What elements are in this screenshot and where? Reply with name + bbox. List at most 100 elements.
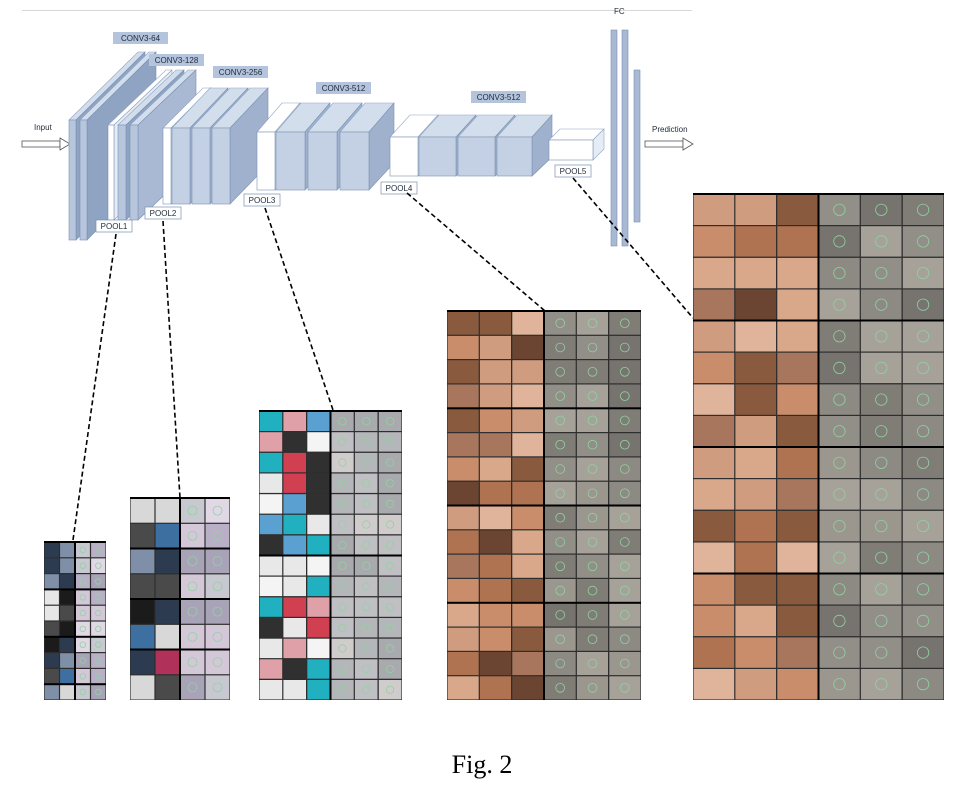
image-tile [777,605,818,637]
image-tile [902,542,944,573]
landmark-overlay [385,685,395,694]
image-tile [283,452,306,473]
image-tile [735,637,776,668]
landmark-overlay [362,499,371,508]
image-tile [693,669,735,700]
landmark-overlay [385,664,395,674]
landmark-overlay [916,393,930,406]
image-tile [544,506,576,530]
image-tile [735,669,776,700]
group-separator [44,588,106,591]
landmark-overlay [833,519,846,533]
landmark-overlay [187,556,198,566]
landmark-overlay [587,391,598,401]
landmark-overlay [587,488,598,499]
image-tile [283,618,306,638]
image-tile [777,257,818,289]
image-tile [576,457,608,481]
landmark-overlay [187,606,198,617]
input-label: Input [34,123,53,132]
image-tile [860,384,902,415]
image-tile [331,556,354,576]
image-tile [354,638,378,659]
image-tile [479,652,511,676]
landmark-overlay [385,623,395,632]
landmark-overlay [362,417,371,426]
landmark-overlay [587,342,598,353]
landmark-overlay [875,614,888,628]
image-tile [819,447,860,478]
image-tile [479,676,511,700]
image-tile [512,311,544,335]
image-tile [447,457,479,481]
conv-label-box-1 [113,32,168,44]
image-tile [331,680,354,700]
landmark-overlay [385,520,395,529]
image-tile [819,352,860,384]
image-tile [283,411,306,431]
image-tile [331,597,354,617]
image-tile [735,542,776,573]
conv-label-3: CONV3-256 [219,68,263,77]
image-tile [75,542,90,558]
image-tile [447,627,479,651]
image-tile [75,621,90,637]
image-tile [693,637,735,668]
image-tile [860,257,902,289]
landmark-overlay [385,582,395,591]
image-tile [378,680,402,700]
pool-label-4: POOL4 [386,184,413,193]
connector-pool1 [72,233,117,541]
landmark-overlay [833,614,846,628]
image-tile [777,637,818,668]
image-tile [479,579,511,603]
image-tile [44,637,59,652]
image-tile [544,554,576,578]
image-tile [777,479,818,510]
landmark-overlay [385,644,395,653]
conv-label-box-5 [471,91,526,103]
landmark-overlay [875,203,888,216]
image-tile [479,311,511,335]
image-tile [354,535,378,555]
image-tile [155,574,180,599]
image-tile [576,481,608,505]
landmark-overlay [79,625,86,633]
landmark-overlay [619,682,630,693]
image-tile [609,360,641,384]
image-tile [819,669,860,700]
landmark-overlay [95,594,102,601]
image-tile [512,652,544,676]
landmark-overlay [833,330,846,343]
diagram-frame [22,10,692,11]
image-tile [576,408,608,432]
landmark-overlay [385,458,395,467]
landmark-overlay [212,657,223,667]
image-tile [155,650,180,675]
image-tile [693,574,735,605]
image-tile [378,432,402,452]
image-tile [902,257,944,289]
connector-pool4 [406,192,546,312]
image-tile [378,659,402,679]
image-tile [155,624,180,649]
landmark-overlay [79,594,86,601]
image-tile [609,579,641,603]
image-tile [693,352,735,384]
landmark-overlay [833,488,846,501]
landmark-overlay [833,203,846,216]
image-tile [60,590,75,605]
landmark-overlay [619,391,630,401]
image-tile [902,226,944,257]
landmark-overlay [555,439,565,450]
image-tile [180,599,205,624]
group-separator [130,547,230,550]
image-tile [180,498,205,523]
image-tile [544,457,576,481]
image-tile [259,514,283,535]
landmark-overlay [619,415,630,426]
landmark-overlay [619,439,630,450]
image-tile [259,638,283,659]
image-tile [819,510,860,542]
landmark-overlay [587,464,598,474]
